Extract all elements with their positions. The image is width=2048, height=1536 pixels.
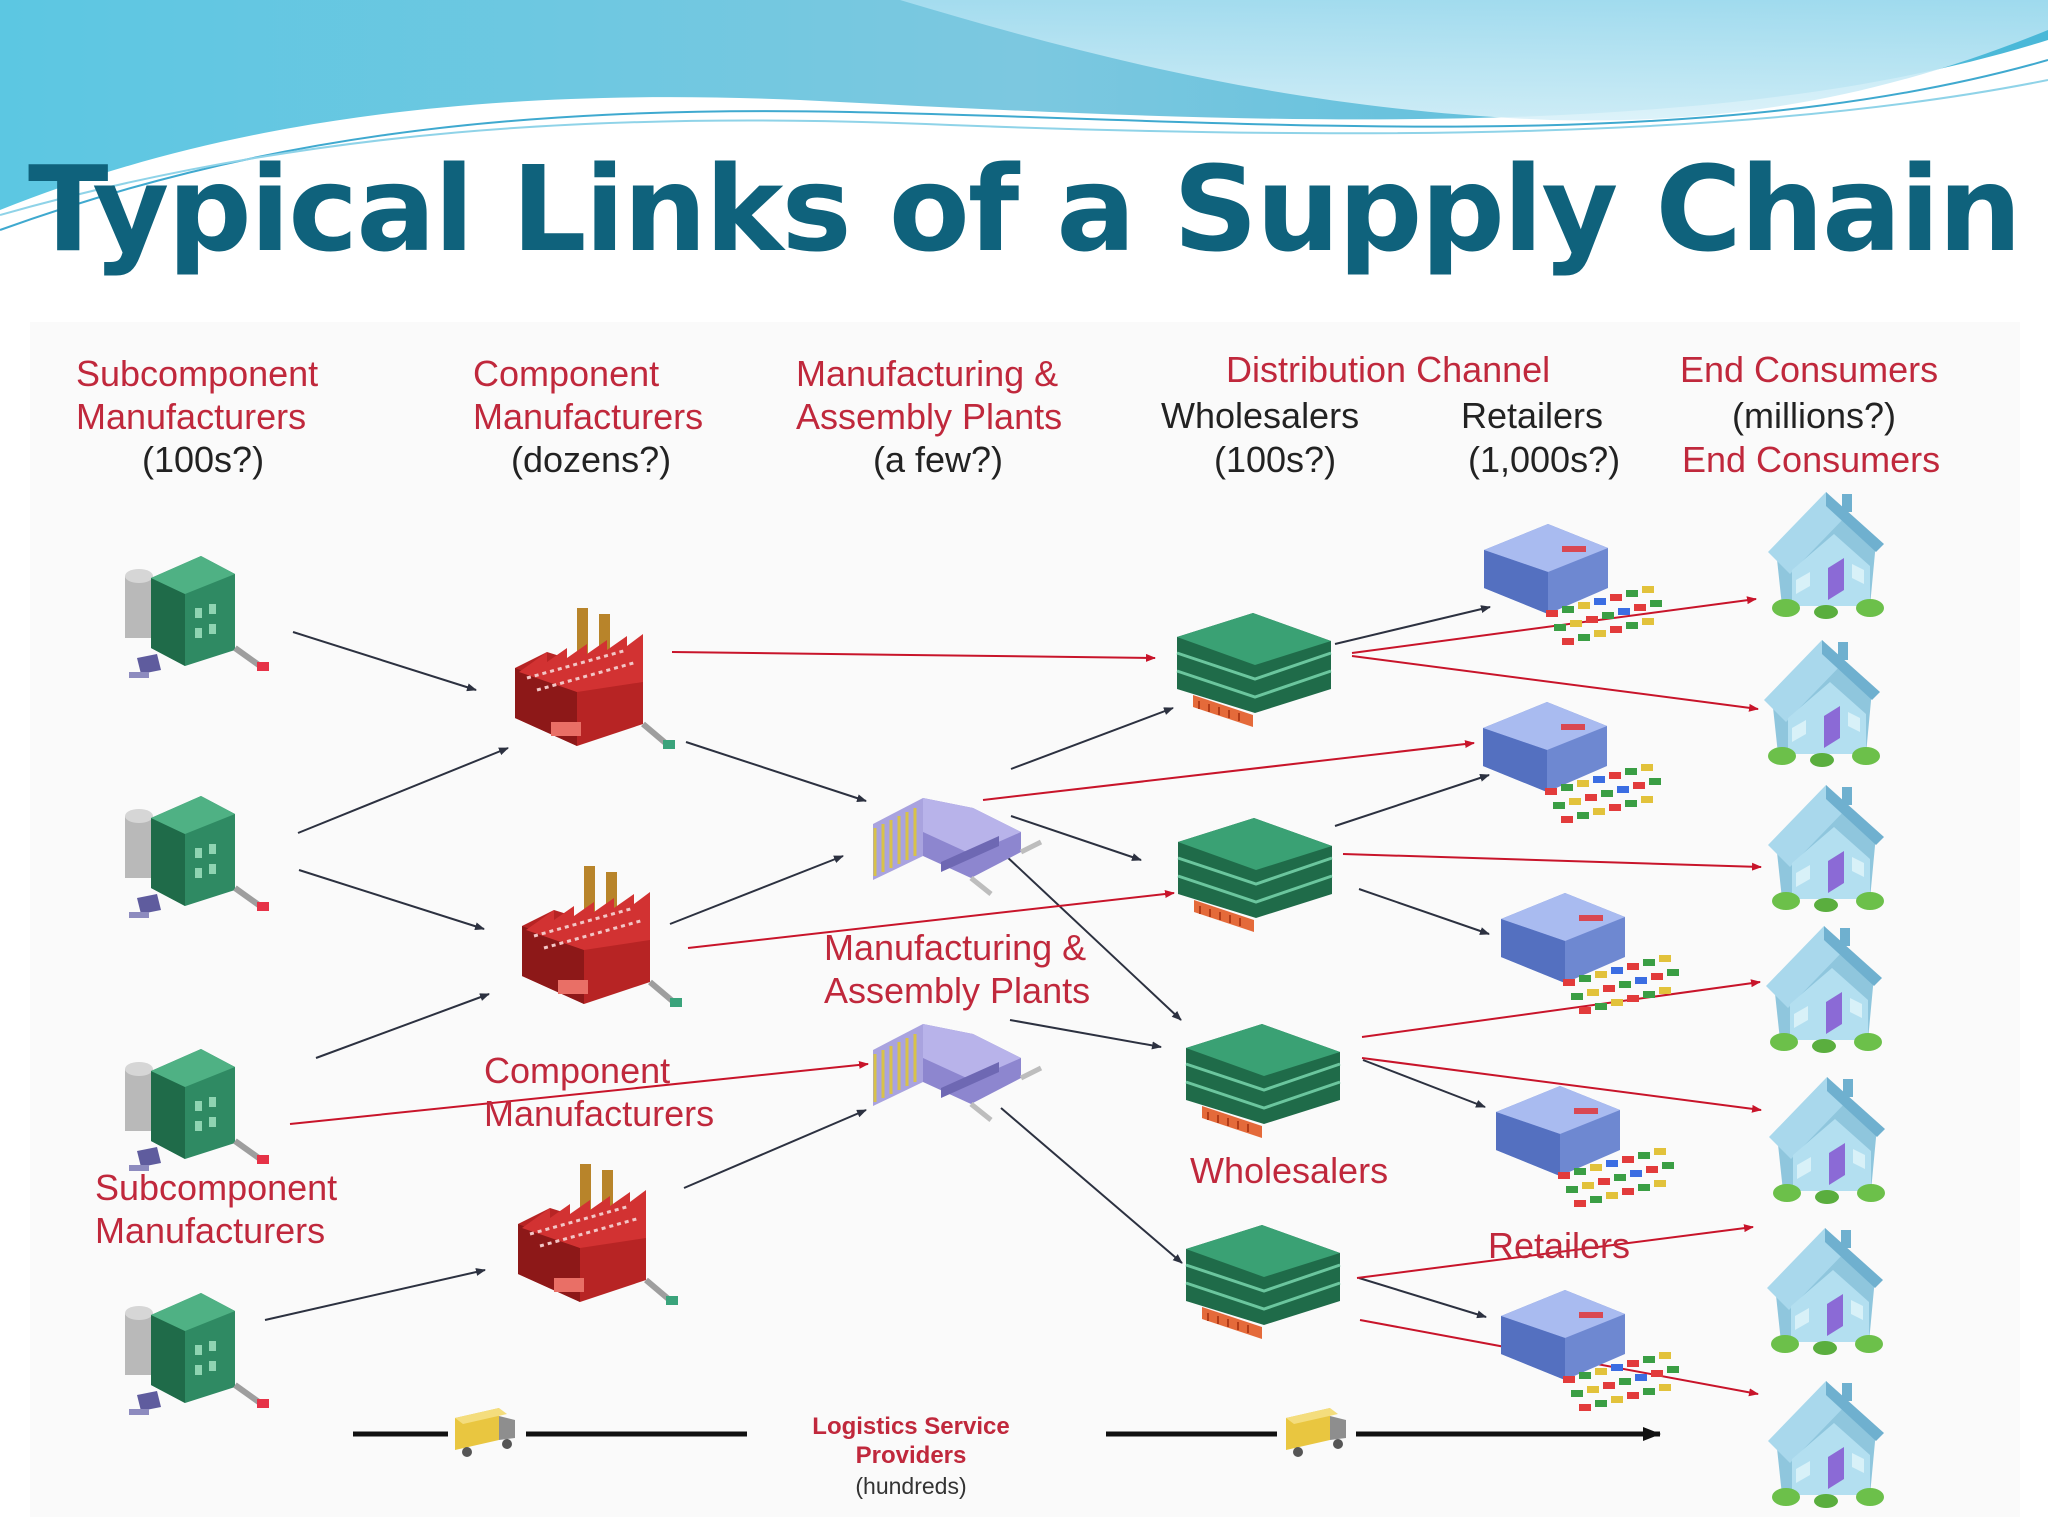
arrows-dark: [264, 605, 1491, 1321]
house-icon: [1768, 492, 1884, 619]
header-plants-label: Manufacturing & Assembly Plants: [796, 353, 1063, 437]
retail-store-icon: [1496, 1086, 1674, 1207]
retail-store-icon: [1501, 893, 1679, 1014]
retail-store-icon: [1483, 702, 1661, 823]
header-wholesalers-label: Wholesalers: [1161, 395, 1360, 436]
truck-icon: [455, 1408, 515, 1457]
header-retailers-label: Retailers: [1461, 395, 1604, 436]
house-icon: [1766, 926, 1882, 1053]
slide-title: Typical Links of a Supply Chain: [27, 140, 2022, 278]
header-retailers-count: (1,000s?): [1468, 439, 1621, 480]
subcomponent-plant-icon: [125, 1293, 269, 1415]
logistics-title: Logistics Service Providers: [812, 1413, 1010, 1469]
subcomponent-plant-icon: [125, 1049, 269, 1171]
warehouse-icon: [1175, 611, 1333, 729]
assembly-plant-icon: [873, 1024, 1041, 1120]
factory-icon: [515, 608, 675, 749]
top-wave-decoration: [0, 0, 2048, 231]
header-consumers-count: (millions?): [1732, 395, 1897, 436]
header-plants-count: (a few?): [873, 439, 1004, 480]
header-consumers-label: End Consumers: [1680, 349, 1939, 390]
truck-icon: [1286, 1408, 1346, 1457]
header-consumers-label-repeat: End Consumers: [1682, 439, 1941, 480]
header-wholesalers-count: (100s?): [1214, 439, 1337, 480]
retail-store-icon: [1501, 1290, 1679, 1411]
house-icon: [1768, 785, 1884, 912]
subcomponent-plant-icon: [125, 556, 269, 678]
assembly-plant-icon: [873, 798, 1041, 894]
inline-subcomponent-label: Subcomponent Manufacturers: [95, 1167, 338, 1251]
house-icon: [1767, 1228, 1883, 1355]
retail-store-icon: [1484, 524, 1662, 645]
inline-retailers-label: Retailers: [1488, 1225, 1631, 1266]
house-icon: [1768, 1381, 1884, 1508]
warehouse-icon: [1176, 816, 1334, 934]
subcomponent-plant-icon: [125, 796, 269, 918]
warehouse-icon: [1184, 1223, 1342, 1341]
logistics-count: (hundreds): [855, 1473, 967, 1499]
header-subcomponent-count: (100s?): [142, 439, 265, 480]
factory-icon: [518, 1164, 678, 1305]
header-distribution-label: Distribution Channel: [1226, 349, 1551, 390]
inline-wholesalers-label: Wholesalers: [1190, 1150, 1389, 1191]
factory-icon: [522, 866, 682, 1007]
header-component-count: (dozens?): [511, 439, 672, 480]
diagram-area: [30, 322, 2020, 1517]
house-icon: [1769, 1077, 1885, 1204]
house-icon: [1764, 640, 1880, 767]
header-component-label: Component Manufacturers: [473, 353, 704, 437]
arrows-red: [289, 596, 1762, 1397]
inline-plants-label: Manufacturing & Assembly Plants: [824, 927, 1091, 1011]
inline-component-label: Component Manufacturers: [484, 1050, 715, 1134]
warehouse-icon: [1184, 1022, 1342, 1140]
header-subcomponent-label: Subcomponent Manufacturers: [76, 353, 319, 437]
